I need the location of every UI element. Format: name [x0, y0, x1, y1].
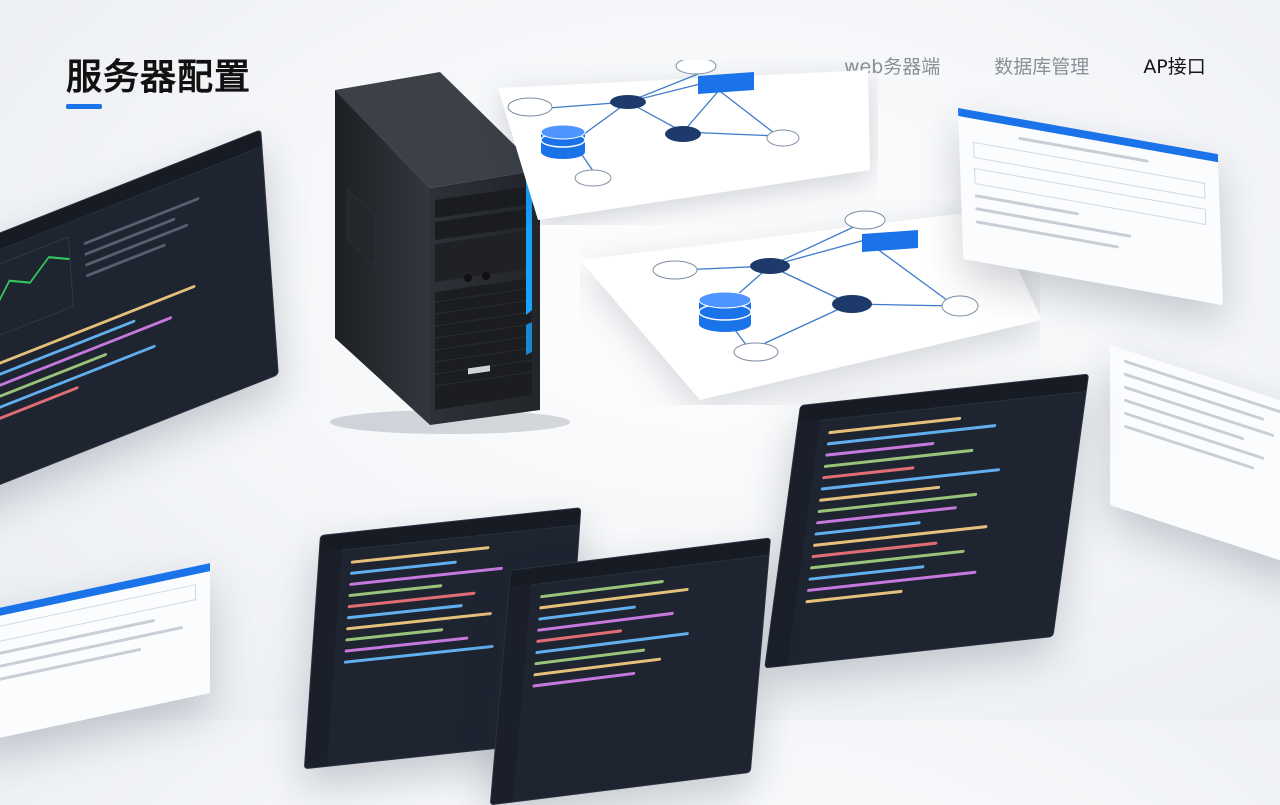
code-editor-bottom-front [489, 537, 772, 805]
table-sheet-right [1110, 345, 1280, 570]
database-icon [540, 124, 586, 159]
page-title: 服务器配置 [66, 57, 252, 98]
form-window-bottom-left [0, 563, 210, 742]
code-editor-right [764, 373, 1090, 669]
nav-item-api[interactable]: AP接口 [1143, 56, 1206, 78]
top-nav: web务器端 数据库管理 AP接口 [844, 52, 1206, 79]
database-icon [698, 291, 752, 332]
title-underline [66, 104, 102, 109]
network-diagram-middle [580, 210, 1040, 400]
server-tower-icon [330, 72, 570, 434]
dashboard-panel-left [0, 129, 279, 506]
network-diagram-top [498, 60, 870, 220]
nav-item-web-server[interactable]: web务器端 [844, 56, 941, 78]
nav-item-database[interactable]: 数据库管理 [994, 56, 1090, 78]
chart-preview [0, 256, 70, 344]
